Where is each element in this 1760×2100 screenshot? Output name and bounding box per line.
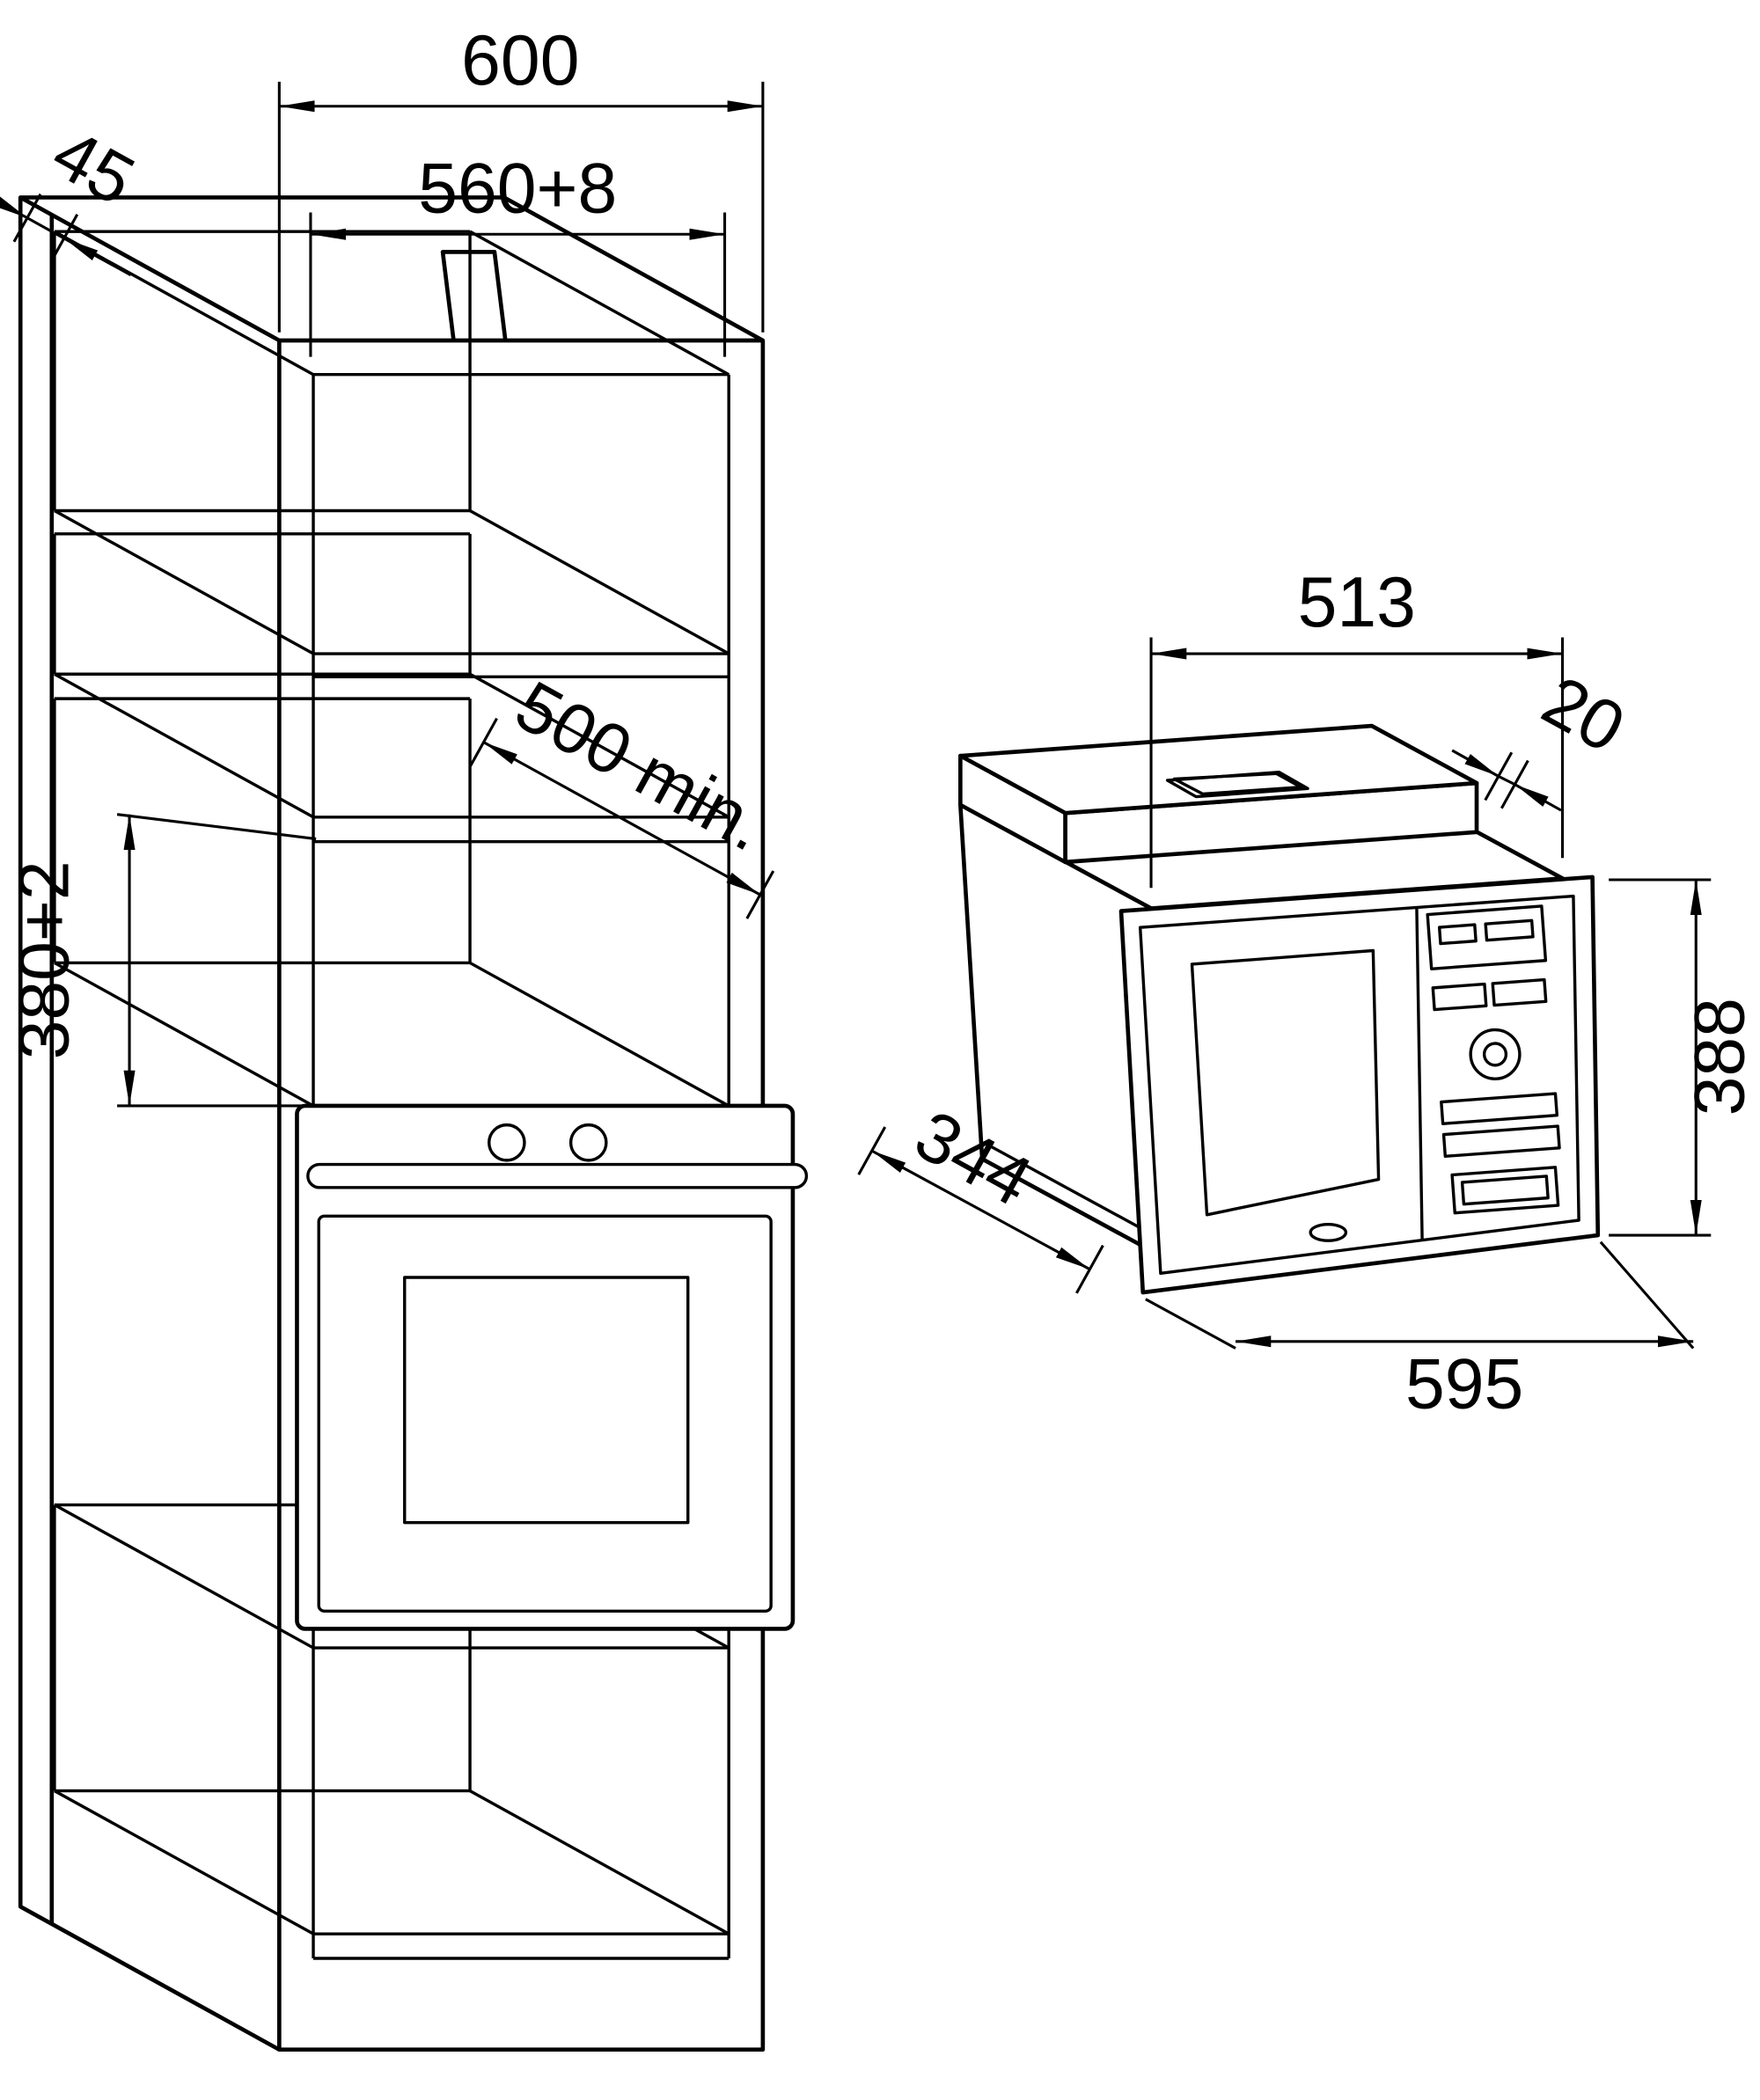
display-segment-right [1484, 918, 1535, 942]
vent-opening [1165, 771, 1309, 799]
dim-label-niche-height: 380+2 [4, 860, 84, 1059]
cabinet-front-face [277, 338, 766, 2052]
button-bar-bottom [1441, 1124, 1561, 1159]
cabinet-view: 600 560+8 45 500 min. 380+2 [0, 21, 809, 2052]
dim-niche-depth: 500 min. [469, 666, 779, 919]
vent-opening-rim [1172, 772, 1303, 796]
dim-cutout-width: 560+8 [309, 149, 727, 357]
microwave-view: 513 20 388 344 595 [857, 563, 1759, 1424]
display-segment-left [1437, 923, 1478, 946]
brand-logo [1309, 1222, 1348, 1242]
cabinet-interior [53, 230, 730, 1960]
front-frame [1118, 874, 1601, 1295]
microwave-front [1118, 874, 1601, 1295]
dim-label-body-width: 513 [1298, 563, 1416, 642]
control-panel [1426, 904, 1561, 1215]
dim-label-height: 388 [1680, 998, 1759, 1116]
oven-front [295, 1103, 809, 1631]
dim-niche-height: 380+2 [4, 813, 317, 1108]
cabinet-side-panel [18, 197, 281, 2052]
cabinet-carcass [18, 195, 766, 2052]
door-open-button [1450, 1166, 1560, 1215]
dim-label-niche-depth: 500 min. [502, 666, 779, 867]
dim-label-cutout-width: 560+8 [418, 149, 617, 228]
duct-left-face [958, 753, 1067, 865]
dim-label-overall-width: 600 [461, 21, 579, 100]
dim-body-width: 513 [1149, 563, 1565, 889]
dim-width: 595 [1145, 1240, 1695, 1424]
dim-label-frame-protrusion: 20 [1529, 661, 1637, 768]
door-open-button-inner [1460, 1174, 1550, 1206]
door-window [1190, 948, 1381, 1217]
oven-front-panel [295, 1103, 796, 1631]
button-bar-top [1440, 1092, 1559, 1125]
vent-cutout [440, 250, 508, 341]
dim-label-width: 595 [1405, 1345, 1523, 1424]
dim-frame-protrusion: 20 [1451, 661, 1637, 812]
oven-knob-left [488, 1123, 526, 1162]
button-small-right [1491, 977, 1548, 1007]
front-frame-inner [1138, 894, 1580, 1276]
dim-height: 388 [1609, 878, 1759, 1237]
dim-label-front-edge: 45 [40, 113, 147, 221]
door-panel-divider [1415, 908, 1424, 1240]
oven-knob-right [568, 1123, 608, 1162]
button-small-left [1431, 982, 1488, 1012]
oven-door-window [403, 1276, 690, 1525]
control-knob-center [1482, 1042, 1508, 1067]
display [1426, 904, 1548, 970]
control-knob [1469, 1028, 1522, 1080]
cabinet-top-face [18, 195, 764, 343]
oven-handle [306, 1162, 809, 1189]
oven-door [317, 1214, 773, 1613]
dim-cabinet-width: 600 [277, 21, 765, 333]
